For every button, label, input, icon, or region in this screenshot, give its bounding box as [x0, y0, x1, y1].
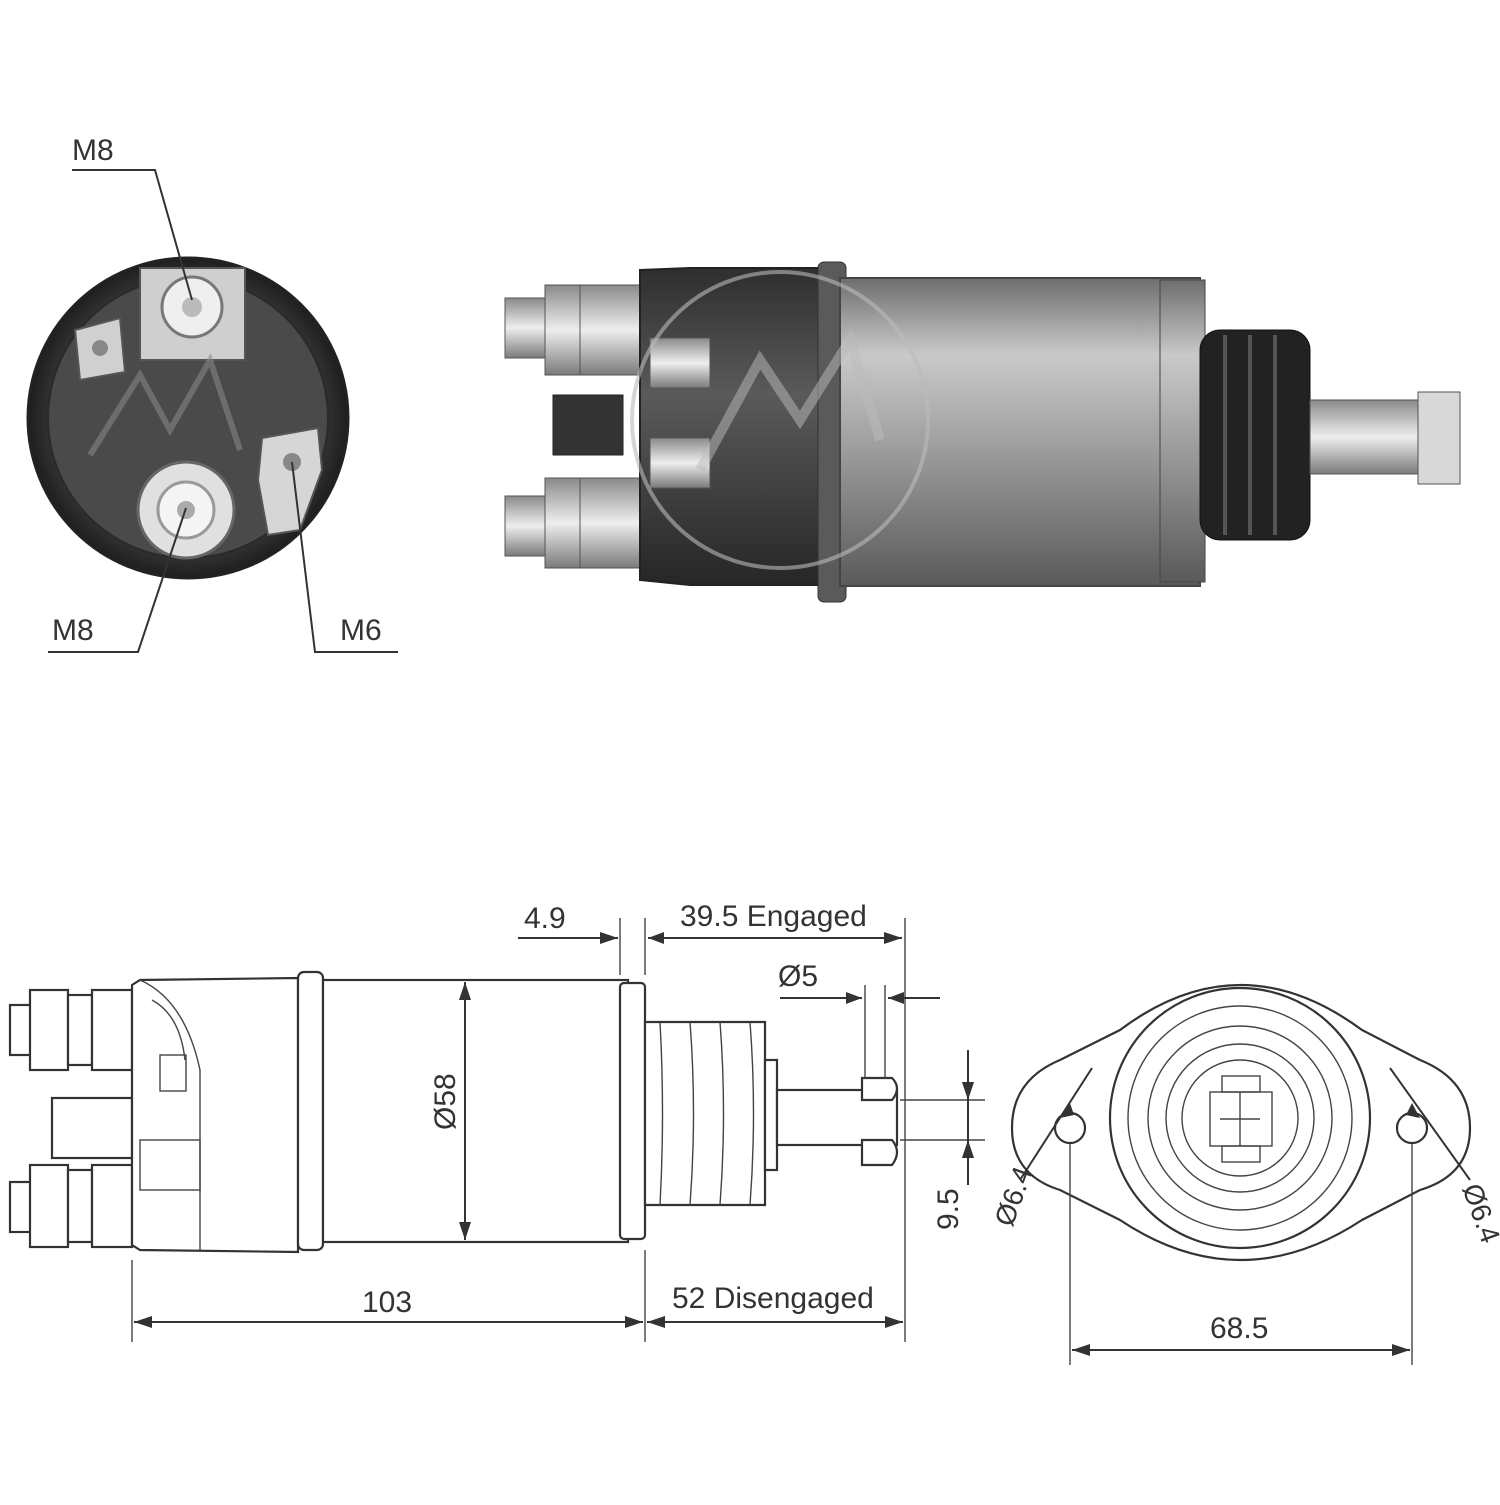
front-drawing: Ø6.4 Ø6.4 68.5 — [989, 984, 1500, 1365]
end-view-photo — [26, 256, 350, 580]
dim-stroke-engaged: 39.5 Engaged — [680, 900, 867, 933]
dim-left-hole: Ø6.4 — [989, 1162, 1039, 1230]
dim-stroke-disengaged: 52 Disengaged — [672, 1282, 874, 1315]
dim-body-diameter: Ø58 — [429, 1073, 462, 1130]
label-m8-bottom: M8 — [52, 614, 94, 647]
end-view-leaders: M8 M8 M6 — [48, 134, 398, 653]
side-drawing: 4.9 39.5 Engaged Ø5 Ø58 9.5 103 52 Disen… — [8, 900, 985, 1342]
label-m6: M6 — [340, 614, 382, 647]
dim-overall-length: 103 — [362, 1286, 412, 1319]
dim-fork-gap: 9.5 — [932, 1188, 965, 1230]
dim-hole-spacing: 68.5 — [1210, 1312, 1268, 1345]
dim-pin-diameter: Ø5 — [778, 960, 818, 993]
side-view-photo — [504, 261, 1461, 603]
dim-right-hole: Ø6.4 — [1456, 1179, 1500, 1247]
dim-flange-offset: 4.9 — [524, 902, 566, 935]
label-m8-top: M8 — [72, 134, 114, 167]
